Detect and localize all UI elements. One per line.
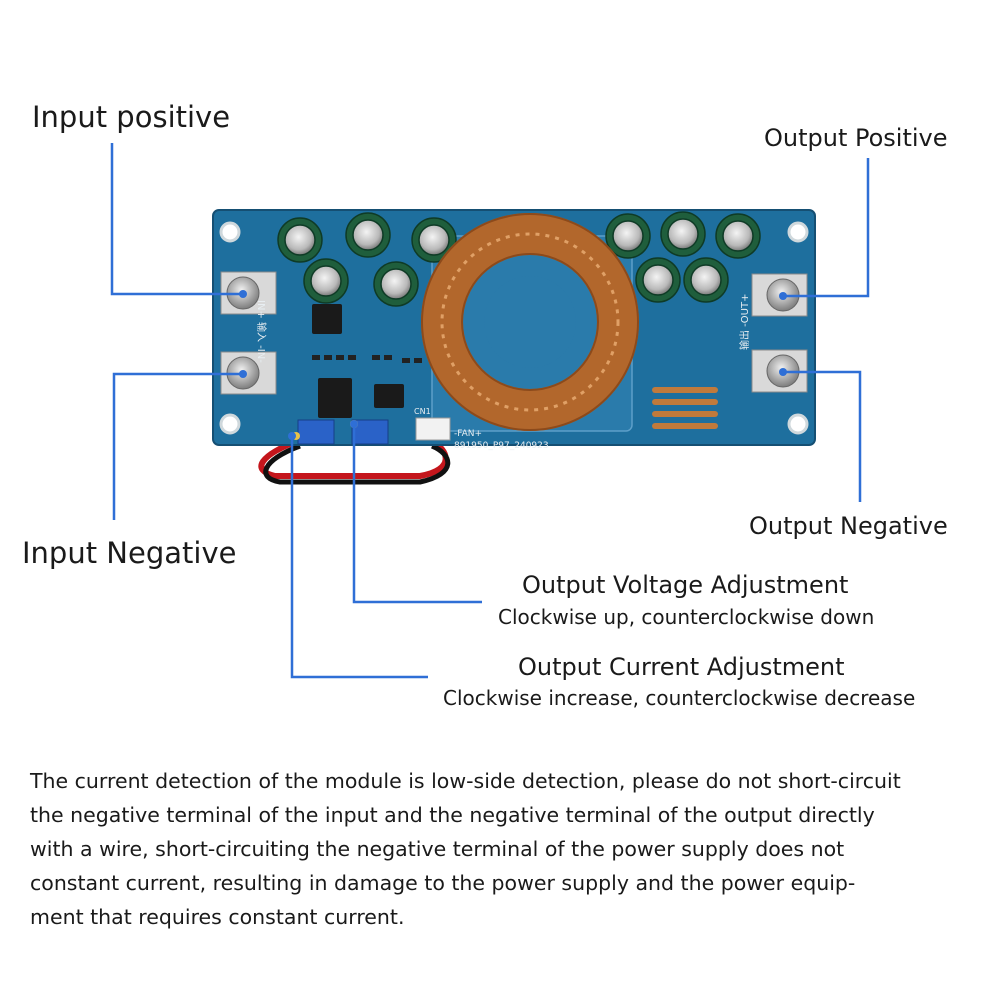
note-line: constant current, resulting in damage to… — [30, 871, 856, 895]
mount-hole — [219, 413, 241, 435]
leader-voltage — [352, 424, 482, 604]
current-pot[interactable] — [297, 419, 335, 445]
ic-chips — [312, 304, 404, 418]
leader-input-negative — [112, 372, 243, 520]
small-coil — [652, 387, 718, 429]
mount-hole — [787, 221, 809, 243]
leader-output-negative — [783, 370, 862, 502]
label-output-negative: Output Negative — [749, 512, 948, 540]
mount-hole — [787, 413, 809, 435]
label-input-negative: Input Negative — [22, 536, 237, 570]
fan-connector — [415, 417, 451, 441]
leader-input-positive — [110, 143, 243, 296]
black-wire — [263, 443, 451, 485]
label-voltage-sub: Clockwise up, counterclockwise down — [498, 605, 875, 629]
note-line: ment that requires constant current. — [30, 905, 405, 929]
mount-hole — [219, 221, 241, 243]
warning-note: The current detection of the module is l… — [30, 764, 980, 934]
cn-silk: CN1 — [414, 407, 431, 416]
label-input-positive: Input positive — [32, 100, 231, 134]
leader-dots — [239, 290, 787, 440]
label-voltage-title: Output Voltage Adjustment — [522, 571, 849, 599]
note-line: The current detection of the module is l… — [30, 769, 901, 793]
note-line: with a wire, short-circuiting the negati… — [30, 837, 845, 861]
capacitors-left — [277, 212, 457, 307]
label-current-sub: Clockwise increase, counterclockwise dec… — [443, 686, 916, 710]
label-output-positive: Output Positive — [764, 124, 948, 152]
fan-silk: -FAN+ — [454, 429, 482, 439]
input-silk: IN+ 输入 -IN- — [255, 300, 268, 363]
label-current-title: Output Current Adjustment — [518, 653, 845, 681]
leader-output-positive — [783, 158, 870, 298]
output-silk: 输出 -OUT+ — [738, 294, 751, 350]
leader-current — [290, 436, 428, 679]
leader-lines — [110, 143, 870, 679]
capacitors-right — [605, 211, 761, 303]
toroid-inductor — [421, 213, 639, 431]
note-line: the negative terminal of the input and t… — [30, 803, 875, 827]
model-silk: 891950_P97_240923 — [454, 441, 549, 451]
smd-components — [312, 355, 422, 363]
